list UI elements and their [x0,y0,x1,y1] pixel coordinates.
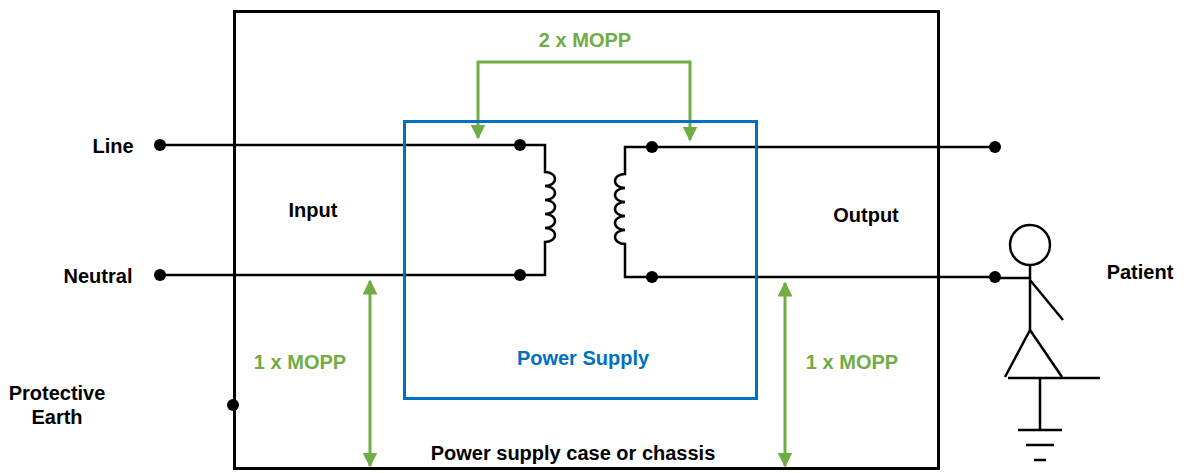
box-title: Power supply case or chassis [431,441,716,465]
output-wire [652,146,995,149]
terminal-dot [989,141,1001,153]
terminal-dot [154,269,166,281]
side-label: Input [289,198,338,222]
neutral-wire [160,274,520,277]
secondary-coil [615,147,652,277]
terminal-dot [646,271,658,283]
ground-symbol [1034,459,1046,462]
terminal-dot [154,139,166,151]
mopp-label: 1 x MOPP [254,350,346,374]
patient-label: Patient [1107,260,1174,284]
mopp-label: 2 x MOPP [539,28,631,52]
patient-floor [1008,377,1100,380]
side-label: Output [833,203,899,227]
line-wire [160,144,520,147]
terminal-dot [646,141,658,153]
mopp-arrow [369,281,372,466]
patient-head [1010,225,1050,265]
mopp-bracket [478,62,690,140]
chassis-box: Power supply case or chassis Power Supply [233,10,940,470]
patient-legs [1005,330,1062,377]
terminal-label: Protective Earth [5,381,109,429]
terminal-dot [514,269,526,281]
terminal-dot [514,139,526,151]
terminal-label: Neutral [64,264,133,288]
mopp-label: 1 x MOPP [806,350,898,374]
patient-body [1029,265,1032,330]
ground-symbol [1018,429,1062,432]
ground-symbol [1026,444,1054,447]
primary-coil [520,145,555,275]
box-title: Power Supply [517,346,649,370]
ground-wire [1039,378,1042,430]
output-wire [652,276,995,279]
patient-arm [998,277,1030,280]
mopp-arrow [784,283,787,466]
patient-arm [1030,280,1063,320]
terminal-label: Line [92,134,133,158]
power-supply-box: Power Supply [403,120,758,400]
